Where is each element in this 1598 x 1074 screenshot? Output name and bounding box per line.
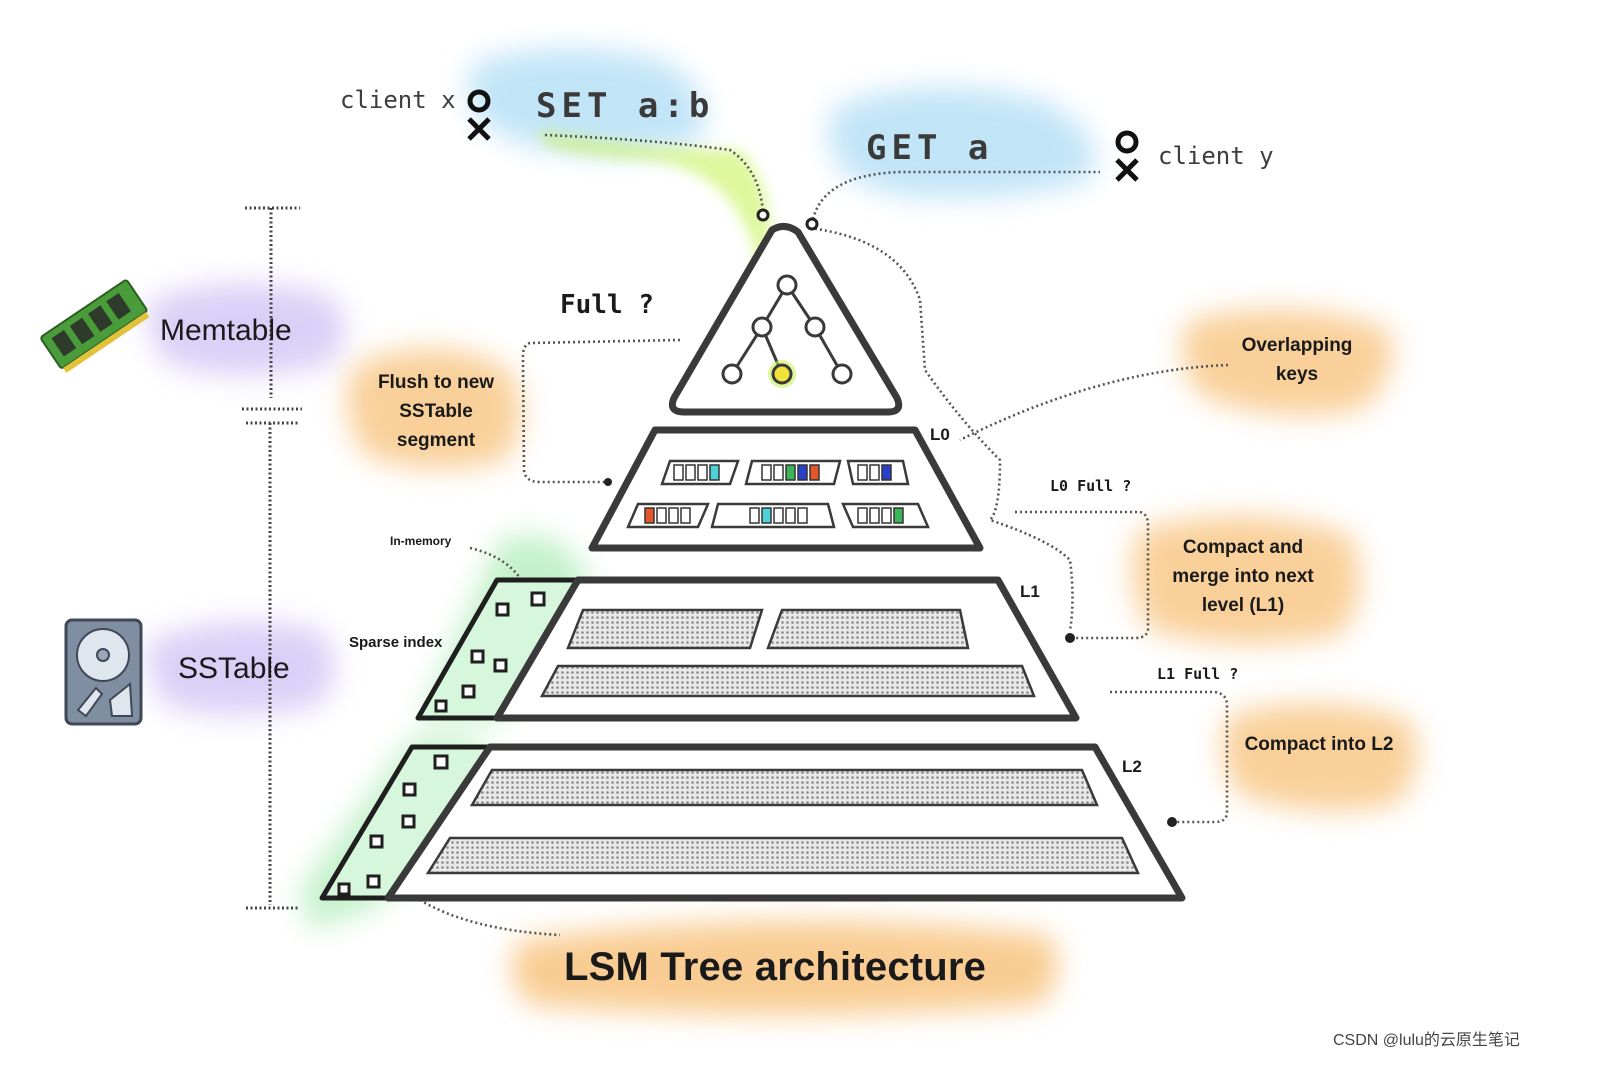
in-memory-label: In-memory — [390, 534, 452, 548]
level-l2 — [319, 743, 1186, 902]
full-question: Full ? — [560, 290, 654, 320]
level-l1 — [415, 576, 1080, 722]
watermark: CSDN @lulu的云原生笔记 — [1333, 1032, 1520, 1049]
level-l0-label: L0 — [930, 425, 950, 444]
level-l2-label: L2 — [1122, 757, 1142, 776]
client-y-label: client y — [1158, 142, 1274, 170]
hard-disk-icon — [64, 618, 143, 726]
sparse-index-label: Sparse index — [349, 634, 443, 651]
memtable-label: Memtable — [160, 314, 292, 347]
level-l0 — [588, 426, 984, 552]
left-scale — [242, 206, 302, 910]
l0-full-label: L0 Full ? — [1050, 477, 1132, 495]
client-x-label: client x — [340, 86, 456, 114]
diagram-title: LSM Tree architecture — [564, 945, 987, 989]
user-icon-client-y — [1115, 130, 1139, 182]
overlapping-note: Overlapping keys — [1241, 335, 1353, 385]
memtable-triangle — [668, 223, 903, 416]
l1-full-label: L1 Full ? — [1157, 665, 1239, 683]
sstable-label: SSTable — [178, 652, 290, 685]
ram-stick-icon — [40, 279, 150, 373]
level-l1-label: L1 — [1020, 582, 1040, 601]
connector-dots — [604, 208, 1177, 827]
user-icon-client-x — [467, 89, 491, 141]
set-command: SET a:b — [536, 86, 715, 126]
compact-l2-note: Compact into L2 — [1244, 734, 1394, 755]
flush-note: Flush to new SSTable segment — [377, 372, 495, 451]
compact-l1-note: Compact and merge into next level (L1) — [1172, 537, 1314, 616]
get-command: GET a — [866, 128, 994, 168]
